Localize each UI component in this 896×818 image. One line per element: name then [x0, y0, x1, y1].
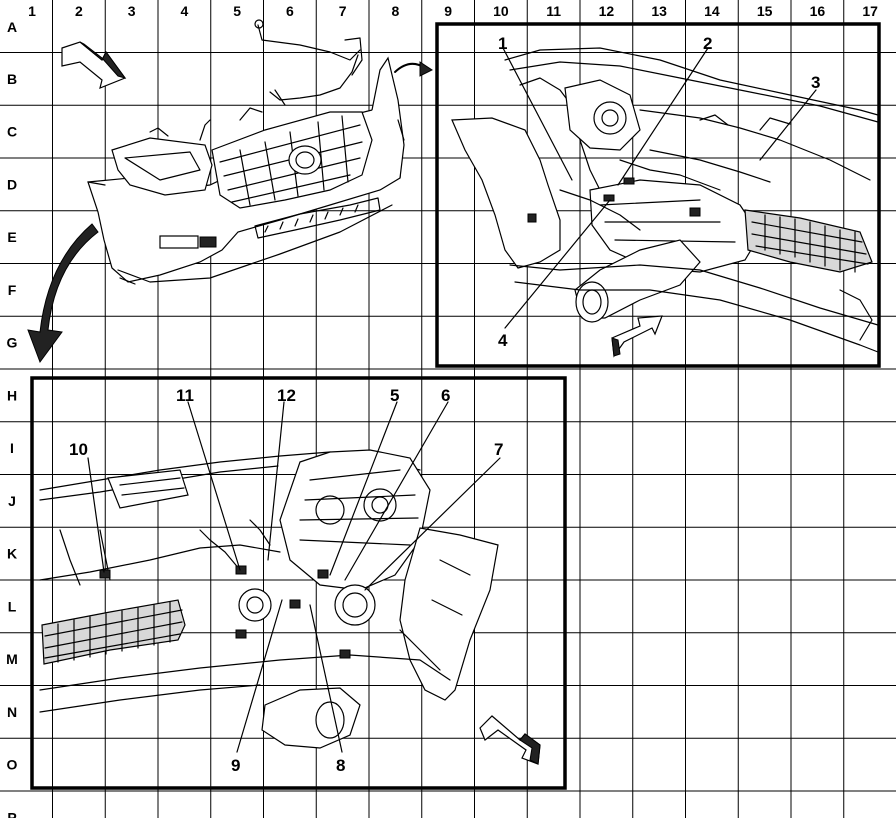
- callout-8: 8: [336, 756, 345, 775]
- inset-bottom-left: [30, 376, 567, 790]
- callout-12: 12: [277, 386, 296, 405]
- grid-column-label: 4: [180, 3, 188, 19]
- grid-row-label: M: [6, 651, 18, 667]
- curved-arrow-down: [27, 223, 99, 364]
- grid-column-label: 11: [546, 3, 561, 19]
- grid-row-label: H: [7, 387, 17, 403]
- grid-column-label: 1: [28, 3, 36, 19]
- callout-7: 7: [494, 440, 503, 459]
- leader-lines-top-right: [502, 47, 817, 329]
- callout-5: 5: [390, 386, 399, 405]
- grid-column-label: 2: [75, 3, 83, 19]
- callout-1: 1: [498, 34, 507, 53]
- grid-row-label: C: [7, 124, 17, 140]
- callout-4: 4: [498, 331, 508, 350]
- grid-column-label: 17: [862, 3, 878, 19]
- grid-column-label: 8: [391, 3, 399, 19]
- grid-row-labels: A B C D E F G H I J K L M N O P: [6, 19, 18, 818]
- grid-row-label: G: [7, 335, 18, 351]
- grid-column-label: 10: [493, 3, 509, 19]
- inset-frame-top-right: [435, 22, 881, 368]
- leader-lines-bottom-left: [87, 401, 501, 753]
- grid-row-label: N: [7, 704, 17, 720]
- callout-11: 11: [176, 386, 194, 405]
- grid-row-label: D: [7, 176, 17, 192]
- grid-column-label: 5: [233, 3, 241, 19]
- callout-10: 10: [69, 440, 88, 459]
- callout-6: 6: [441, 386, 450, 405]
- inset-frame-bottom-left: [30, 376, 567, 790]
- front-fascia-overview: [87, 19, 405, 285]
- callout-2: 2: [703, 34, 712, 53]
- grid-column-label: 13: [651, 3, 667, 19]
- grid-row-label: P: [7, 809, 16, 818]
- grid-column-label: 3: [128, 3, 136, 19]
- grid-column-label: 9: [444, 3, 452, 19]
- grid-row-label: F: [8, 282, 17, 298]
- grid-row-label: I: [10, 440, 14, 456]
- grid-column-label: 14: [704, 3, 720, 19]
- curved-arrow-right: [394, 61, 433, 77]
- view-direction-arrow: [61, 41, 127, 89]
- callout-9: 9: [231, 756, 240, 775]
- callout-3: 3: [811, 73, 820, 92]
- callout-labels: 1 2 3 4 5 6 7 8 9 10 11 12: [69, 34, 820, 775]
- inset-top-right: [435, 22, 881, 368]
- grid-column-label: 6: [286, 3, 294, 19]
- grid-row-label: E: [7, 229, 16, 245]
- grid-row-label: O: [7, 757, 18, 773]
- grid-row-label: J: [8, 493, 16, 509]
- grid-column-label: 16: [810, 3, 826, 19]
- grid-column-label: 12: [599, 3, 615, 19]
- grid-row-label: L: [8, 598, 17, 614]
- grid-column-label: 7: [339, 3, 347, 19]
- grid-row-label: B: [7, 71, 17, 87]
- grid-column-label: 15: [757, 3, 773, 19]
- grid-row-label: K: [7, 546, 17, 562]
- grid-row-label: A: [7, 19, 17, 35]
